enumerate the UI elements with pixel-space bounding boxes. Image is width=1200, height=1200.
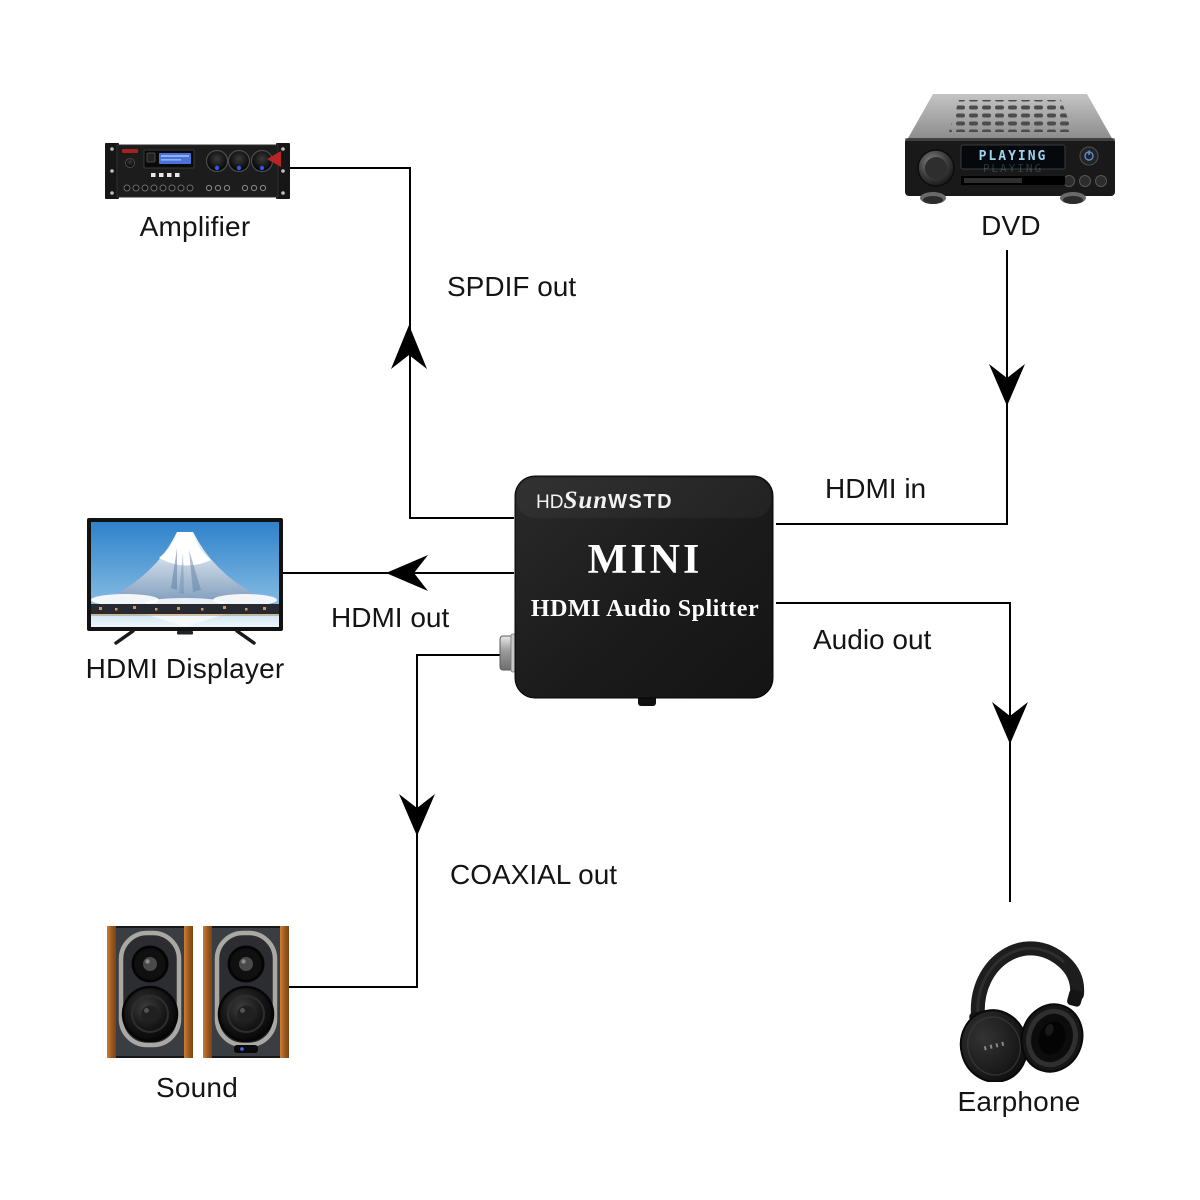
headphones-image	[959, 941, 1085, 1082]
coaxial-down-arrow-icon	[399, 794, 435, 836]
brand-sun-text: Sun	[563, 487, 609, 514]
sound-label: Sound	[156, 1072, 238, 1103]
speakers-image	[107, 924, 289, 1062]
audio-out-label: Audio out	[813, 624, 932, 655]
tv-image	[87, 518, 283, 645]
brand-rest-text: WSTD	[608, 491, 674, 513]
coaxial-out-label: COAXIAL out	[450, 859, 618, 890]
hdmi-in-label: HDMI in	[825, 473, 927, 504]
dvd-power-button-icon	[1079, 146, 1099, 166]
connection-line-audio-out	[776, 602, 1011, 902]
splitter-product-subtitle: HDMI Audio Splitter	[530, 596, 760, 622]
hdmi-out-label: HDMI out	[331, 602, 450, 633]
spdif-out-label: SPDIF out	[447, 271, 577, 302]
brand-hd-text: HD	[536, 492, 564, 513]
audio-out-down-arrow-icon	[992, 702, 1028, 744]
amplifier-image	[105, 143, 290, 199]
amp-red-triangle-icon	[267, 151, 281, 167]
dvd-label: DVD	[981, 210, 1041, 241]
spdif-up-arrow-icon	[391, 325, 427, 369]
dvd-display-text: PLAYING	[979, 149, 1048, 164]
hdmi-out-left-arrow-icon	[386, 555, 428, 591]
connection-line-hdmi-in	[776, 250, 1008, 525]
connection-line-coaxial	[287, 654, 502, 988]
earphone-label: Earphone	[957, 1086, 1081, 1117]
hdmi-displayer-label: HDMI Displayer	[85, 653, 285, 684]
amplifier-label: Amplifier	[139, 211, 251, 242]
dvd-player-image: PLAYING PLAYING	[905, 94, 1115, 204]
splitter-device-image	[499, 475, 774, 706]
hdmi-in-down-arrow-icon	[989, 364, 1025, 406]
splitter-body	[514, 475, 774, 699]
dvd-display-reflection: PLAYING	[983, 162, 1043, 175]
splitter-brand-logo: HDSunWSTD	[536, 487, 673, 515]
splitter-product-title: MINI	[587, 537, 703, 583]
